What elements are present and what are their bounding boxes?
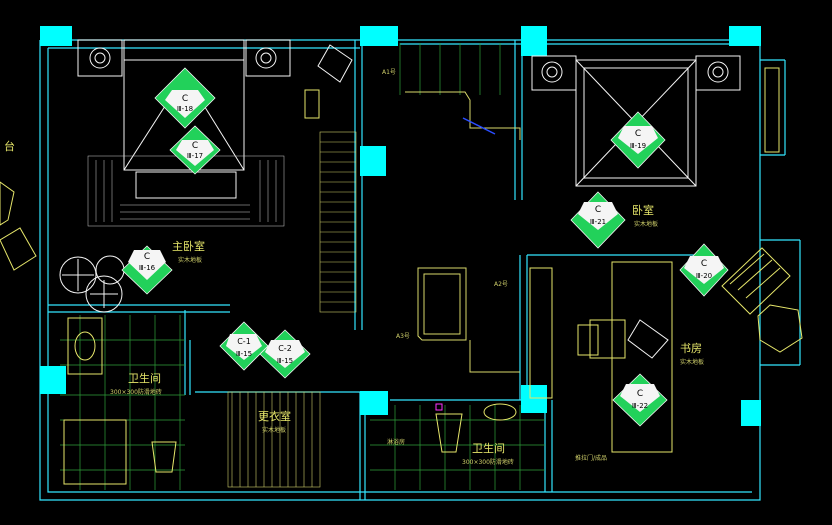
floor-note: A2号 xyxy=(494,281,508,288)
elevation-tag: C Ⅲ-19 xyxy=(610,111,666,169)
elevation-tag: C Ⅲ-22 xyxy=(612,373,668,427)
svg-text:Ⅲ-21: Ⅲ-21 xyxy=(590,218,606,226)
floor-note: 300×300防滑地砖 xyxy=(462,458,514,466)
svg-text:Ⅲ-15: Ⅲ-15 xyxy=(236,350,252,358)
elevation-tag: C Ⅲ-16 xyxy=(121,245,173,295)
room-label-dressing: 更衣室 xyxy=(258,409,291,423)
lounge-chair xyxy=(721,247,803,353)
stair-rail xyxy=(405,91,521,373)
columns xyxy=(40,26,761,426)
tile-grid-master-bath xyxy=(60,315,185,490)
svg-text:C: C xyxy=(192,141,198,151)
elevation-tag: C Ⅲ-17 xyxy=(169,125,221,175)
svg-text:C-2: C-2 xyxy=(278,344,292,353)
master-bed xyxy=(77,39,291,199)
elevation-tag: C Ⅲ-18 xyxy=(154,67,216,129)
svg-text:Ⅲ-22: Ⅲ-22 xyxy=(632,402,648,410)
elevation-tag: C Ⅲ-20 xyxy=(679,243,729,297)
svg-text:C: C xyxy=(635,129,641,139)
svg-text:C: C xyxy=(701,259,707,269)
svg-text:Ⅲ-17: Ⅲ-17 xyxy=(187,152,203,160)
bedroom2-window-bay xyxy=(764,67,780,153)
room-label-bedroom: 卧室 xyxy=(632,203,654,217)
svg-text:C: C xyxy=(595,205,601,215)
desk-lamp xyxy=(627,319,669,359)
elevation-tags: C Ⅲ-18 C Ⅲ-17 C Ⅲ-16 C-1 Ⅲ-15 C-2 Ⅲ-15 xyxy=(121,67,729,427)
stair-landing-grid xyxy=(399,43,501,95)
room-label-balcony: 台 xyxy=(4,139,15,153)
floor-note: 实木地板 xyxy=(634,220,658,228)
lamp-shape xyxy=(317,44,353,83)
master-sofa-plant xyxy=(59,255,125,313)
floor-note: 300×300防滑地砖 xyxy=(110,388,162,396)
floor-note: 推拉门/成品 xyxy=(575,454,607,462)
room-label-master-bedroom: 主卧室 xyxy=(172,239,205,253)
floor-note: 实木地板 xyxy=(680,358,704,366)
left-chair xyxy=(0,181,37,271)
svg-text:C-1: C-1 xyxy=(237,337,251,346)
floor-note: A3号 xyxy=(396,333,410,340)
stair-direction-arrow xyxy=(462,117,496,135)
master-rug-hatch xyxy=(87,155,285,227)
svg-text:C: C xyxy=(144,252,150,262)
svg-text:C: C xyxy=(182,94,188,104)
svg-text:Ⅲ-20: Ⅲ-20 xyxy=(696,272,712,280)
staircase xyxy=(227,131,357,488)
svg-text:Ⅲ-15: Ⅲ-15 xyxy=(277,357,293,365)
floor-note: 实木地板 xyxy=(262,426,286,434)
study-desk xyxy=(529,261,673,453)
room-label-master-bath: 卫生间 xyxy=(128,371,161,385)
floor-note: 实木地板 xyxy=(178,256,202,264)
svg-text:Ⅲ-19: Ⅲ-19 xyxy=(630,142,646,150)
marker xyxy=(435,403,443,411)
elevation-tag: C-2 Ⅲ-15 xyxy=(259,329,311,379)
elevation-tag: C-1 Ⅲ-15 xyxy=(219,321,269,371)
tv-console xyxy=(304,89,320,119)
room-label-study: 书房 xyxy=(680,342,702,355)
svg-text:Ⅲ-18: Ⅲ-18 xyxy=(177,105,193,113)
floor-note: 淋浴房 xyxy=(387,438,405,446)
room-label-bath2: 卫生间 xyxy=(472,441,505,455)
tile-grid-bath2 xyxy=(370,405,545,490)
svg-text:C: C xyxy=(637,389,643,399)
floor-note: A1号 xyxy=(382,69,396,76)
elevation-tag: C Ⅲ-21 xyxy=(570,191,626,249)
room-labels: 主卧室 实木地板 卫生间 300×300防滑地砖 更衣室 实木地板 卧室 实木地… xyxy=(4,69,704,466)
bath-fixtures xyxy=(63,317,517,485)
svg-text:Ⅲ-16: Ⅲ-16 xyxy=(139,264,156,272)
